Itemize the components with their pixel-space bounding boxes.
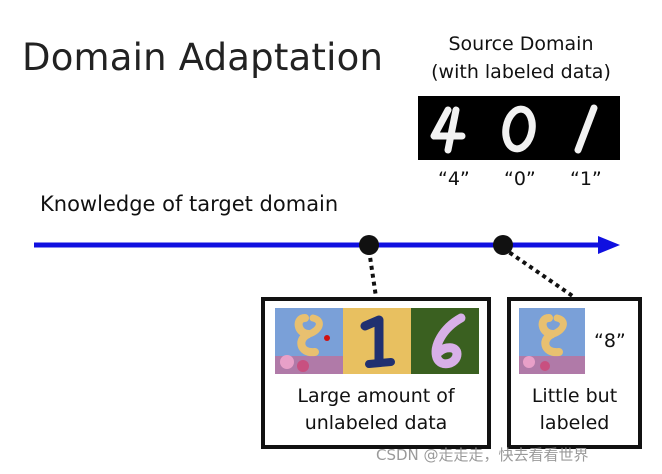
unlabeled-caption: Large amount of unlabeled data (265, 383, 487, 437)
digit-label-0: “0” (504, 168, 536, 190)
timeline-point-unlabeled (359, 235, 379, 255)
handwritten-digits (430, 104, 598, 154)
timeline-point-labeled (493, 235, 513, 255)
labeled-image-8 (519, 308, 585, 374)
target-image-6-green (411, 308, 479, 374)
source-domain-subtitle: (with labeled data) (431, 61, 611, 83)
mnist-source-digits-image (418, 96, 620, 160)
labeled-caption: Little but labeled (511, 383, 638, 437)
connector-labeled (501, 246, 576, 299)
unlabeled-images-strip (275, 308, 479, 374)
target-image-8-flowers (275, 308, 343, 374)
source-domain-heading: Source Domain (with labeled data) (410, 30, 632, 86)
digit-label-4: “4” (438, 168, 470, 190)
labeled-caption-line1: Little but (531, 385, 618, 407)
timeline-arrow-head-icon (598, 236, 620, 254)
digit-label-1: “1” (570, 168, 602, 190)
labeled-caption-line2: labeled (539, 412, 610, 434)
page-title: Domain Adaptation (22, 36, 384, 79)
watermark: CSDN @走走走，快去看看世界 (376, 446, 589, 464)
unlabeled-caption-line1: Large amount of (297, 385, 455, 407)
timeline-label: Knowledge of target domain (40, 192, 339, 216)
source-domain-title: Source Domain (448, 33, 594, 55)
target-image-1-tan (343, 308, 411, 374)
source-digit-labels: “4” “0” “1” (418, 168, 628, 196)
labeled-digit-label: “8” (594, 330, 626, 352)
connector-unlabeled (367, 249, 378, 298)
unlabeled-caption-line2: unlabeled data (304, 412, 448, 434)
